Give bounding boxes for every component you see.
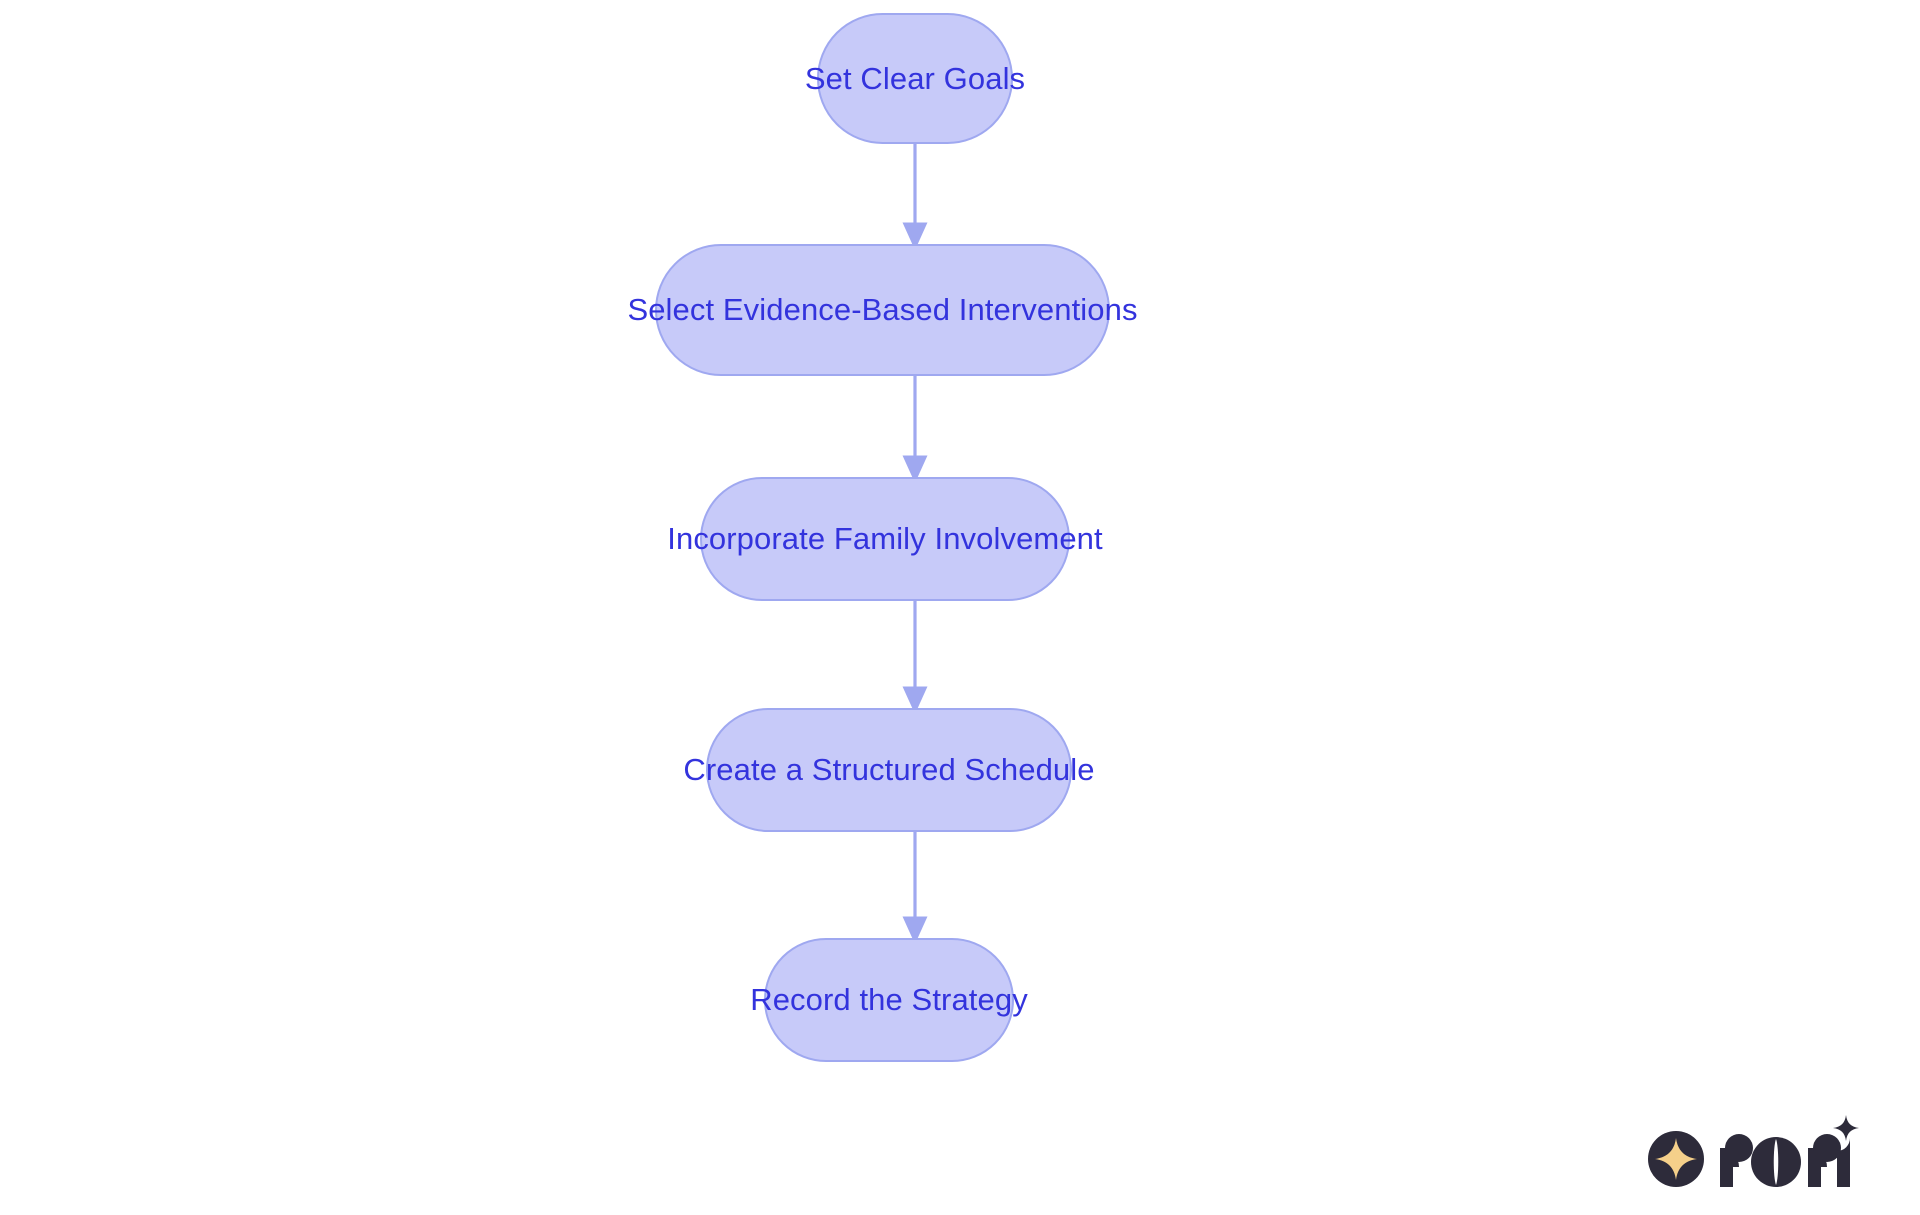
- flow-node-label: Incorporate Family Involvement: [667, 521, 1103, 556]
- flow-node-label: Create a Structured Schedule: [683, 752, 1095, 787]
- flow-node-create-a-structured-schedule[interactable]: Create a Structured Schedule: [683, 708, 1095, 832]
- flow-node-label: Set Clear Goals: [804, 60, 1026, 96]
- logo-wordmark: [1720, 1134, 1850, 1187]
- flow-node-set-clear-goals[interactable]: Set Clear Goals: [805, 13, 1025, 144]
- flow-node-select-evidence-based-interventions[interactable]: Select Evidence-Based Interventions: [627, 244, 1137, 376]
- rori-logo: [1648, 1115, 1859, 1187]
- sparkle-star-icon: [1833, 1115, 1859, 1141]
- logo-badge: [1648, 1131, 1704, 1187]
- flow-node-label: Record the Strategy: [750, 982, 1028, 1017]
- four-point-star-icon: [1655, 1138, 1697, 1180]
- flow-node-incorporate-family-involvement[interactable]: Incorporate Family Involvement: [667, 477, 1103, 601]
- flow-node-label: Select Evidence-Based Interventions: [627, 292, 1138, 327]
- flow-node-record-the-strategy[interactable]: Record the Strategy: [750, 938, 1028, 1062]
